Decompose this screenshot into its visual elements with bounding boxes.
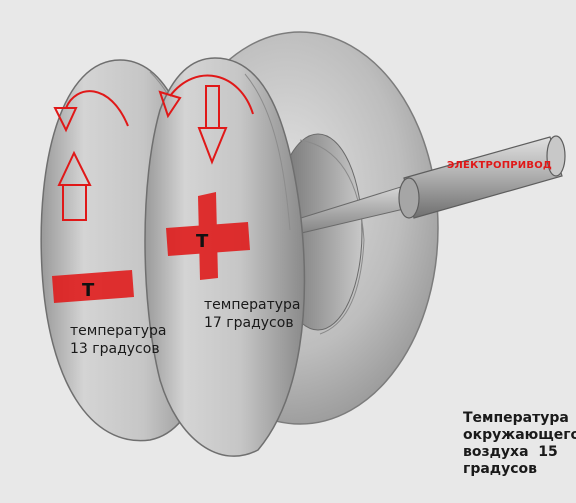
right-temperature-cross (166, 192, 250, 280)
right-ring-temperature-label: температура 17 градусов (204, 296, 300, 332)
ambient-line-3: воздуха 15 (463, 444, 558, 460)
left-rotation-arrow (53, 90, 129, 133)
left-ring-mark-letter: Т (82, 280, 95, 301)
left-ring-temp-line-2: 13 градусов (70, 341, 160, 357)
right-rotation-arrow (158, 74, 254, 119)
ambient-line-2: окружающего (463, 427, 576, 443)
right-torus-ring (144, 57, 306, 457)
left-ring-temp-line-1: температура (70, 323, 167, 339)
right-ring-mark-letter: Т (196, 231, 209, 252)
ambient-line-1: Температура (463, 410, 569, 426)
ambient-line-4: градусов (463, 461, 537, 477)
left-up-arrow (57, 150, 92, 221)
right-ring-temp-line-1: температура (204, 297, 301, 313)
electric-drive-cylinder (398, 135, 566, 219)
right-down-arrow (197, 85, 228, 165)
ambient-temperature-label: Температура окружающего воздуха 15 граду… (463, 410, 576, 478)
right-ring-temp-line-2: 17 градусов (204, 315, 294, 331)
left-temperature-mark (52, 270, 134, 303)
left-ring-temperature-label: температура 13 градусов (70, 322, 166, 358)
drive-label: ЭЛЕКТРОПРИВОД (447, 160, 552, 171)
